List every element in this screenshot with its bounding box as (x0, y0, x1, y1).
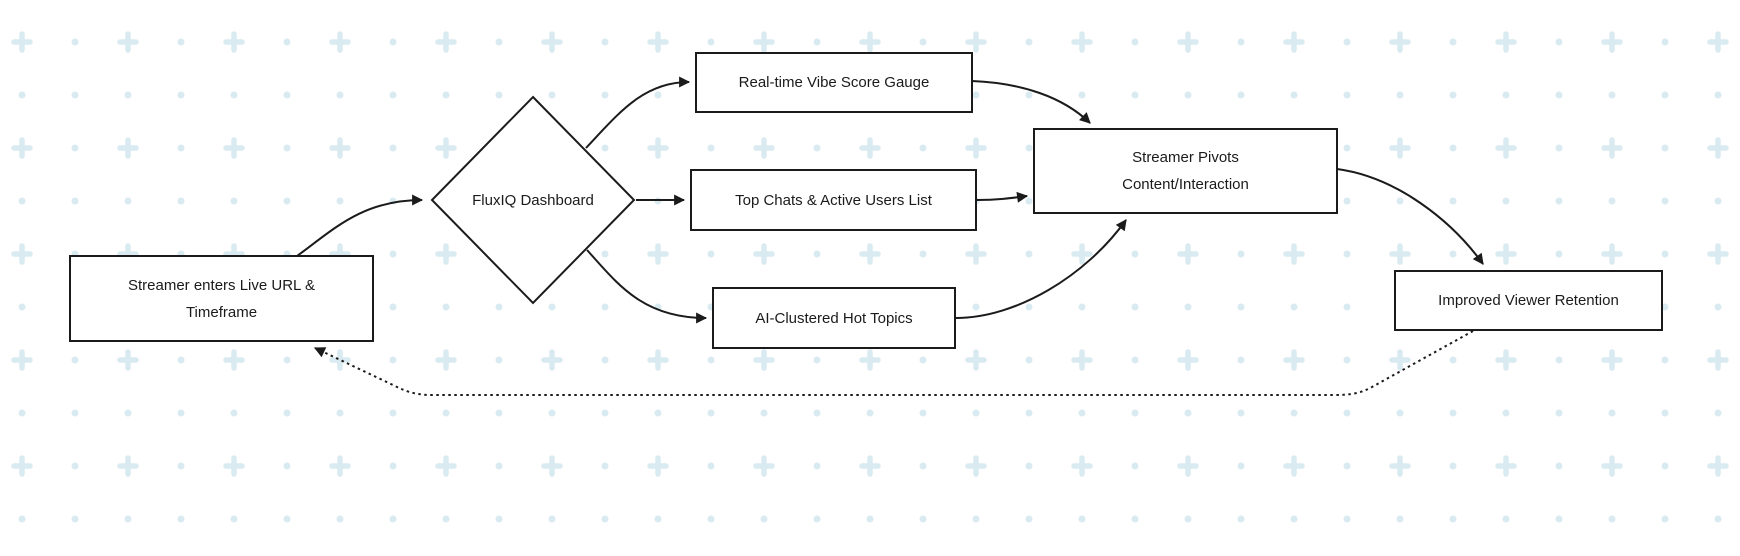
edge-start-to-dashboard (296, 194, 424, 257)
node-retention-shape[interactable] (1394, 270, 1663, 331)
edge-dashboard-to-hot-topics (586, 249, 708, 324)
node-pivot-shape[interactable] (1033, 128, 1338, 214)
edge-top-chats-to-pivot (976, 191, 1029, 203)
nodes (69, 52, 1663, 349)
edge-hot-topics-to-pivot (955, 219, 1127, 319)
node-vibe-gauge-shape[interactable] (695, 52, 973, 113)
node-top-chats-shape[interactable] (690, 169, 977, 231)
node-dashboard-shape[interactable] (430, 95, 636, 305)
edges (296, 76, 1484, 396)
edge-vibe-gauge-to-pivot (971, 80, 1091, 124)
edge-dashboard-to-vibe-gauge (585, 76, 691, 149)
node-hot-topics-shape[interactable] (712, 287, 956, 349)
edge-pivot-to-retention (1336, 168, 1484, 265)
node-start-shape[interactable] (69, 255, 374, 342)
